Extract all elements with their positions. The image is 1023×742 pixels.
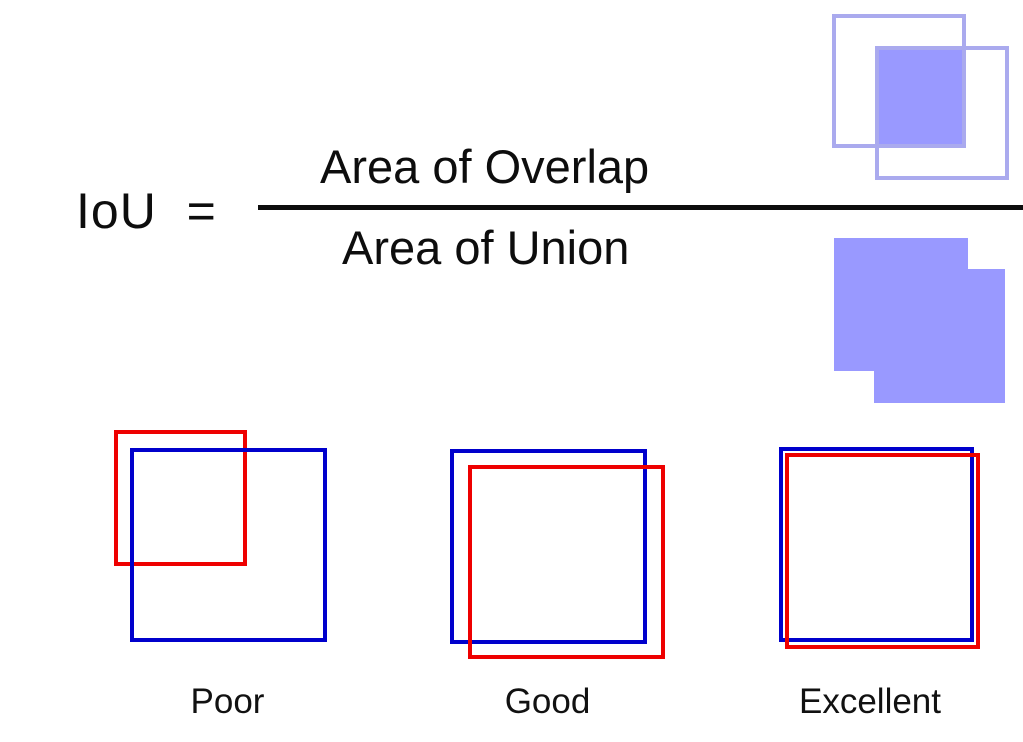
example-label-good: Good — [504, 682, 591, 721]
excellent-ground-truth-box — [779, 447, 974, 642]
overlap-square-b-outline — [875, 46, 1009, 180]
poor-predicted-box — [114, 430, 247, 566]
example-excellent — [770, 440, 1000, 665]
area-of-union-icon — [834, 238, 1005, 403]
overlap-square-a-outline — [832, 14, 966, 148]
poor-ground-truth-box — [130, 448, 327, 642]
formula-numerator-text: Area of Overlap — [320, 140, 650, 193]
good-ground-truth-box — [450, 449, 647, 644]
fraction-bar — [258, 205, 1023, 210]
example-poor — [100, 420, 340, 660]
iou-formula-left-side: IoU = — [76, 183, 217, 239]
example-label-poor: Poor — [190, 682, 265, 721]
area-of-overlap-icon — [832, 14, 1009, 180]
union-filled-polygon — [834, 238, 1005, 403]
excellent-predicted-box — [785, 453, 980, 649]
good-predicted-box — [468, 465, 665, 659]
example-label-excellent: Excellent — [798, 682, 942, 721]
overlap-intersection-fill — [877, 48, 964, 146]
formula-denominator-text: Area of Union — [342, 221, 630, 274]
example-good — [440, 440, 680, 670]
